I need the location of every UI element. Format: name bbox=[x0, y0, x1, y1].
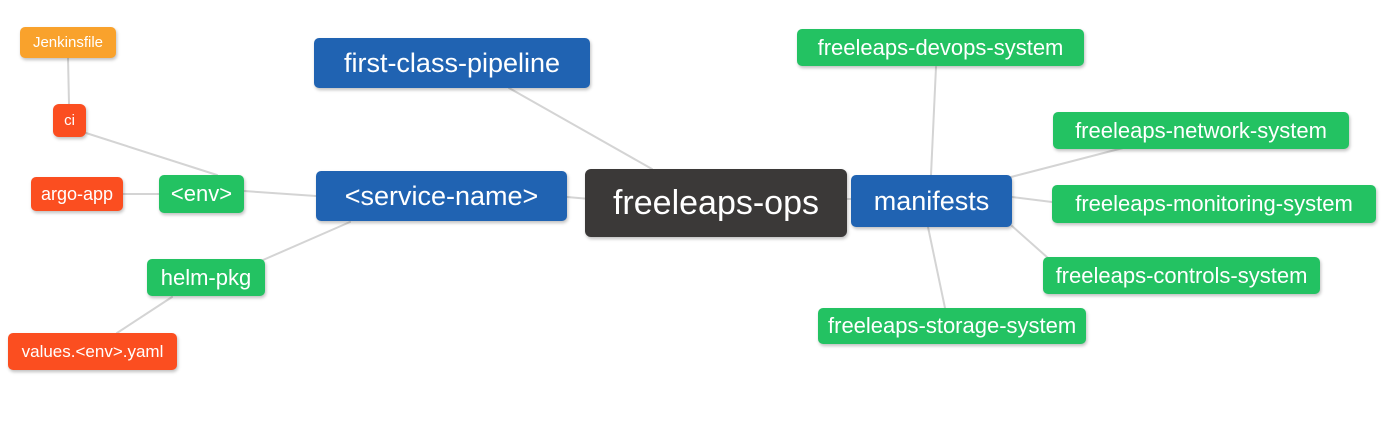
edge-manifests-network bbox=[1010, 147, 1124, 178]
edge-env-service-name bbox=[243, 190, 317, 197]
edge-manifests-monitoring bbox=[1011, 196, 1053, 203]
node-first-class-pipeline[interactable]: first-class-pipeline bbox=[314, 38, 590, 88]
node-env[interactable]: <env> bbox=[159, 175, 244, 213]
edge-pipeline-root bbox=[508, 87, 653, 170]
edge-jenkinsfile-ci bbox=[67, 56, 70, 105]
node-freeleaps-controls-system[interactable]: freeleaps-controls-system bbox=[1043, 257, 1320, 294]
node-freeleaps-storage-system[interactable]: freeleaps-storage-system bbox=[818, 308, 1087, 344]
node-freeleaps-network-system[interactable]: freeleaps-network-system bbox=[1053, 112, 1349, 149]
node-ci[interactable]: ci bbox=[53, 104, 86, 137]
node-argo-app[interactable]: argo-app bbox=[31, 177, 124, 211]
edge-ci-env bbox=[85, 132, 218, 176]
node-freeleaps-monitoring-system[interactable]: freeleaps-monitoring-system bbox=[1052, 185, 1376, 223]
node-freeleaps-devops-system[interactable]: freeleaps-devops-system bbox=[797, 29, 1084, 66]
node-manifests[interactable]: manifests bbox=[851, 175, 1012, 227]
node-freeleaps-ops-root[interactable]: freeleaps-ops bbox=[585, 169, 847, 237]
node-jenkinsfile[interactable]: Jenkinsfile bbox=[20, 27, 116, 58]
edge-manifests-devops bbox=[930, 66, 937, 176]
node-service-name[interactable]: <service-name> bbox=[316, 171, 567, 221]
node-values-env-yaml[interactable]: values.<env>.yaml bbox=[8, 333, 177, 370]
edge-values-helm-pkg bbox=[116, 296, 173, 334]
node-helm-pkg[interactable]: helm-pkg bbox=[147, 259, 265, 296]
edge-manifests-storage bbox=[927, 226, 946, 309]
edge-manifests-controls bbox=[1011, 225, 1049, 259]
edge-helm-pkg-service-name bbox=[262, 221, 351, 261]
